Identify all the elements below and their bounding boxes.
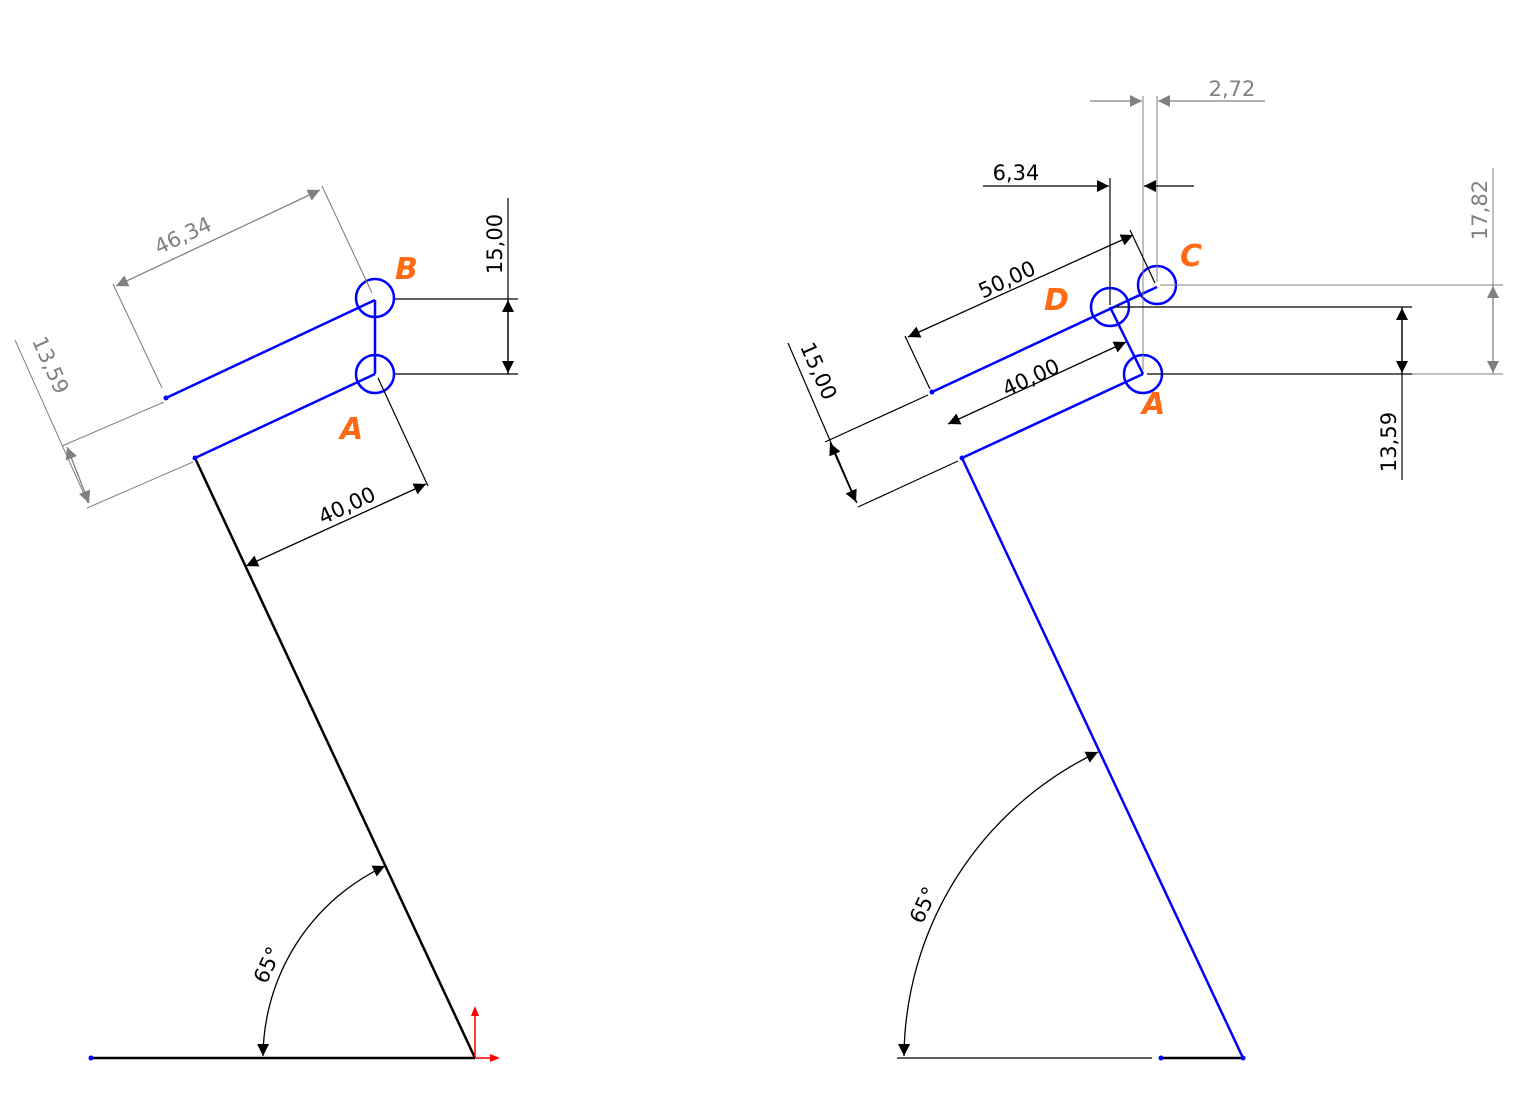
left-blue-lower[interactable]	[194, 372, 376, 460]
dim-13-59-left-text: 13,59	[27, 333, 73, 398]
dim-2-72[interactable]	[1090, 95, 1265, 370]
point-a-circle-left[interactable]	[354, 353, 396, 395]
dim-15-00-left[interactable]	[395, 198, 518, 375]
point-label-b-left: B	[395, 252, 418, 287]
dim-13-59-right-text: 13,59	[1377, 412, 1401, 472]
right-blue-endpoint	[959, 455, 965, 461]
dim-2-72-text: 2,72	[1209, 77, 1256, 101]
dim-15-00-right-text: 15,00	[795, 339, 841, 404]
dim-15-00-left-text: 15,00	[483, 214, 507, 274]
dim-40-00-left[interactable]	[245, 377, 429, 567]
point-b-circle-left[interactable]	[354, 277, 396, 319]
point-label-c-right: C	[1180, 239, 1202, 274]
origin-axes-icon	[471, 1006, 500, 1062]
dim-40-00-left-text: 40,00	[315, 482, 380, 529]
point-label-d-right: D	[1044, 283, 1069, 318]
dim-13-59-right[interactable]	[1113, 306, 1412, 480]
right-slanted-line[interactable]	[960, 457, 1245, 1059]
left-sketch: 46,34 13,59 15,00 40,00 65° B A	[14, 185, 518, 1062]
point-label-a-left: A	[338, 412, 363, 447]
dim-17-82-text: 17,82	[1468, 180, 1492, 240]
left-slanted-line[interactable]	[193, 457, 477, 1059]
left-blue-endpoint	[192, 455, 198, 461]
dim-40-00-right-text: 40,00	[999, 354, 1064, 401]
right-blue-endpoint	[929, 389, 935, 395]
dim-40-00-right[interactable]	[947, 341, 1127, 425]
dim-13-59-left[interactable]	[14, 339, 194, 509]
left-base-endpoint[interactable]	[88, 1055, 94, 1061]
left-blue-endpoint	[163, 395, 169, 401]
dim-46-34-text: 46,34	[151, 212, 216, 259]
right-base-point	[1158, 1055, 1164, 1061]
dim-50-00[interactable]	[904, 229, 1156, 390]
dim-46-34[interactable]	[112, 185, 373, 389]
dim-50-00-text: 50,00	[975, 256, 1040, 303]
dim-angle-65-right[interactable]	[898, 751, 1099, 1057]
dim-angle-65-right-text: 65°	[905, 883, 942, 927]
dim-angle-65-left-text: 65°	[249, 943, 286, 987]
left-blue-upper[interactable]	[165, 298, 376, 400]
dim-15-00-right[interactable]	[787, 342, 959, 508]
dim-angle-65-left[interactable]	[257, 865, 386, 1057]
dim-6-34-text: 6,34	[993, 161, 1040, 185]
right-sketch: 2,72 6,34 17,82 50,00 40,00 15,00 13,59 …	[787, 77, 1503, 1061]
right-blue-lower[interactable]	[961, 372, 1144, 460]
point-label-a-right: A	[1140, 387, 1165, 422]
